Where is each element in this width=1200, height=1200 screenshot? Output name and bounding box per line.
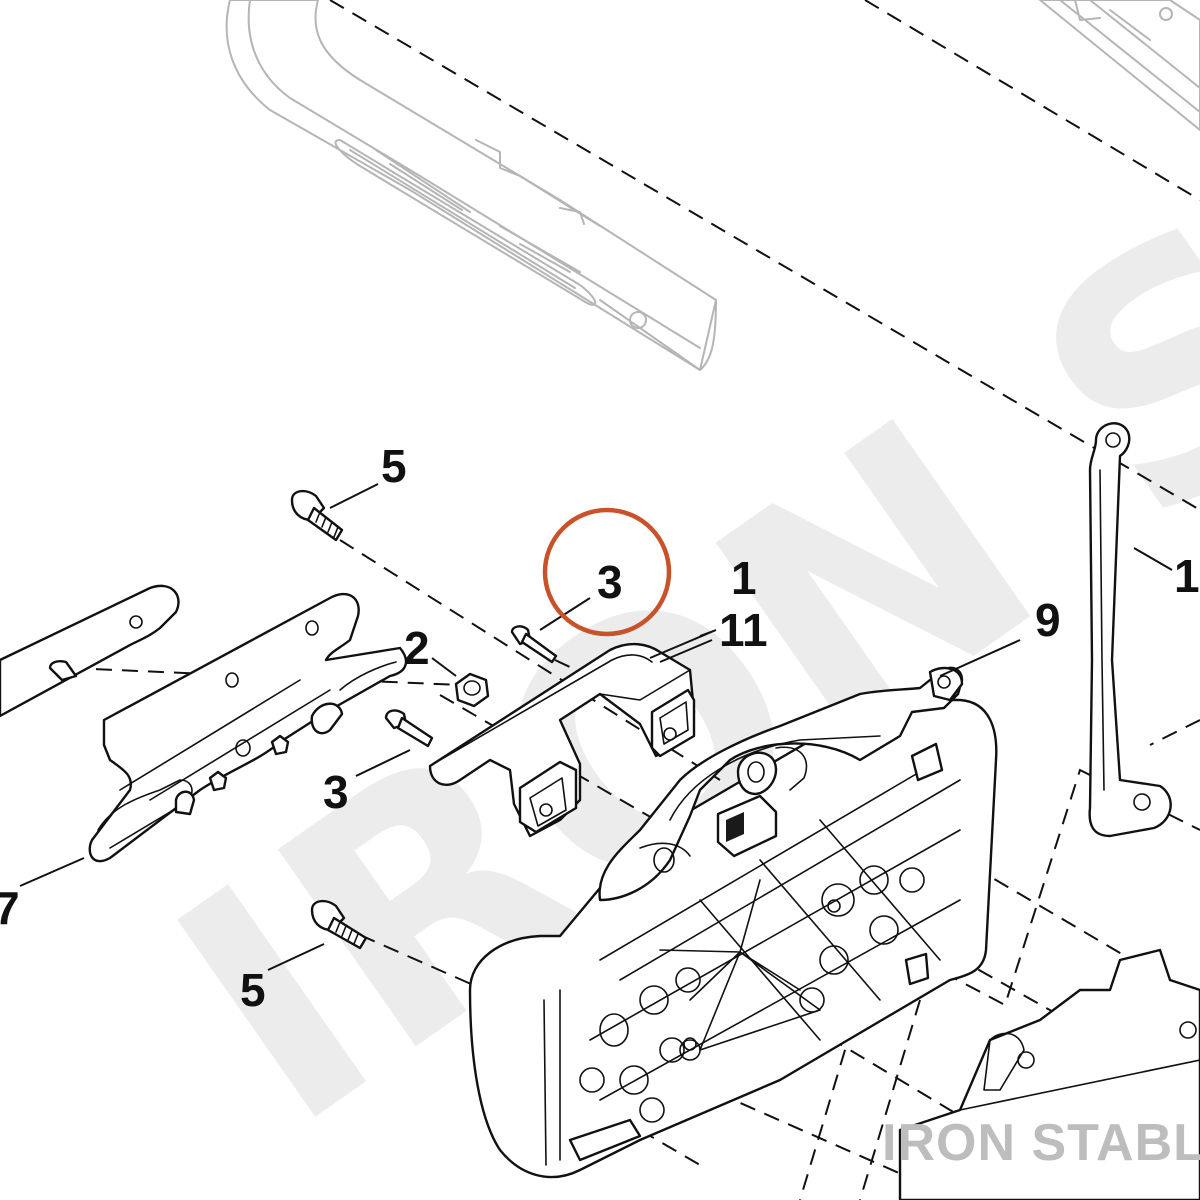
screw-3-top xyxy=(510,625,558,664)
part-11-bracket xyxy=(428,642,696,838)
callout-5-bottom: 5 xyxy=(240,964,266,1016)
ghosted-rail xyxy=(225,0,1200,371)
callout-2: 2 xyxy=(404,622,430,674)
callout-1: 1 xyxy=(731,552,757,604)
nut-2 xyxy=(454,672,490,708)
bolt-5-top xyxy=(290,489,344,542)
callout-3-top: 3 xyxy=(597,556,623,608)
bolt-5-bottom xyxy=(310,899,368,950)
bottom-right-part xyxy=(898,948,1200,1200)
callout-5-top: 5 xyxy=(381,440,407,492)
corner-watermark: IRON STABLE xyxy=(882,1114,1200,1172)
callout-9: 9 xyxy=(1035,594,1061,646)
callout-3-bottom: 3 xyxy=(323,766,349,818)
part-12-support-strut xyxy=(1088,422,1172,838)
callout-7: 7 xyxy=(0,882,20,934)
part-1-housing xyxy=(468,666,998,1179)
callout-labels: 5 3 1 11 2 9 12 3 7 5 xyxy=(0,440,1200,1016)
callout-11: 11 xyxy=(719,604,768,656)
leader-lines xyxy=(19,483,1173,971)
callout-12: 12 xyxy=(1174,550,1200,602)
part-7-mounting-plate xyxy=(0,584,408,863)
screw-3-bottom xyxy=(384,709,434,748)
highlight-circle xyxy=(542,507,672,637)
